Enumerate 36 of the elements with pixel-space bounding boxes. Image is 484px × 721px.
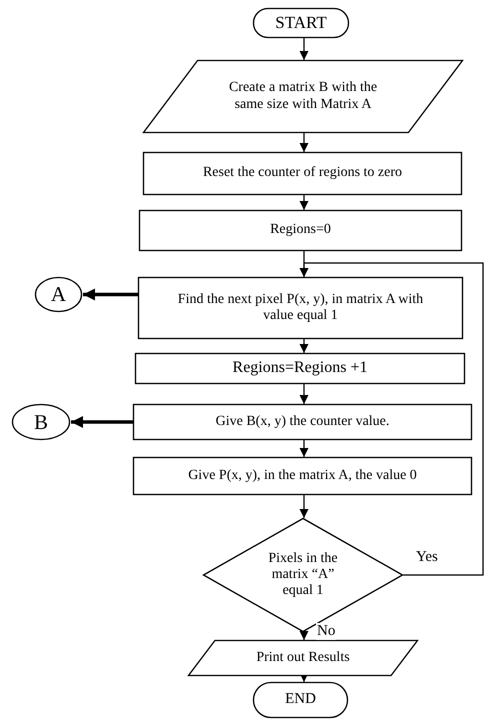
connector-circle: [35, 277, 82, 312]
arrow: [300, 262, 484, 576]
node-text: Create a matrix B with the same size with Matrix A: [228, 80, 378, 113]
process-box: [138, 277, 463, 339]
arrow: [300, 440, 308, 457]
process-box: [133, 457, 472, 495]
node-text: A: [50, 282, 66, 307]
input-output-parallelogram: [188, 640, 418, 676]
node-text: Give P(x, y), in the matrix A, the value 0: [188, 468, 417, 484]
arrow: [71, 416, 133, 428]
process-box: [139, 210, 462, 251]
arrow: [300, 133, 308, 152]
node-text: B: [34, 410, 48, 434]
arrow: [300, 384, 308, 404]
arrow: [300, 495, 308, 518]
terminal-shape: [253, 682, 348, 718]
node-text: Reset the counter of regions to zero: [202, 165, 402, 182]
node-text: END: [285, 691, 316, 709]
process-box: [135, 353, 465, 384]
arrow: [300, 339, 308, 353]
node-text: Pixels in the matrix “A” equal 1: [267, 550, 339, 600]
connector-circle: [12, 404, 70, 440]
process-box: [133, 404, 472, 440]
node-text: Regions=0: [270, 222, 331, 239]
input-output-parallelogram: [143, 60, 463, 133]
node-text: Regions=Regions +1: [232, 359, 368, 378]
terminal-shape: [253, 8, 349, 38]
node-text: Give B(x, y) the counter value.: [216, 414, 390, 430]
node-text: Print out Results: [256, 650, 350, 666]
node-text: Find the next pixel P(x, y), in matrix A with value equal 1: [176, 292, 424, 324]
arrow: [300, 38, 308, 60]
arrow: [300, 631, 308, 640]
process-box: [143, 152, 462, 195]
arrow: [300, 195, 308, 210]
arrow: [83, 288, 138, 300]
node-text: START: [275, 13, 327, 33]
